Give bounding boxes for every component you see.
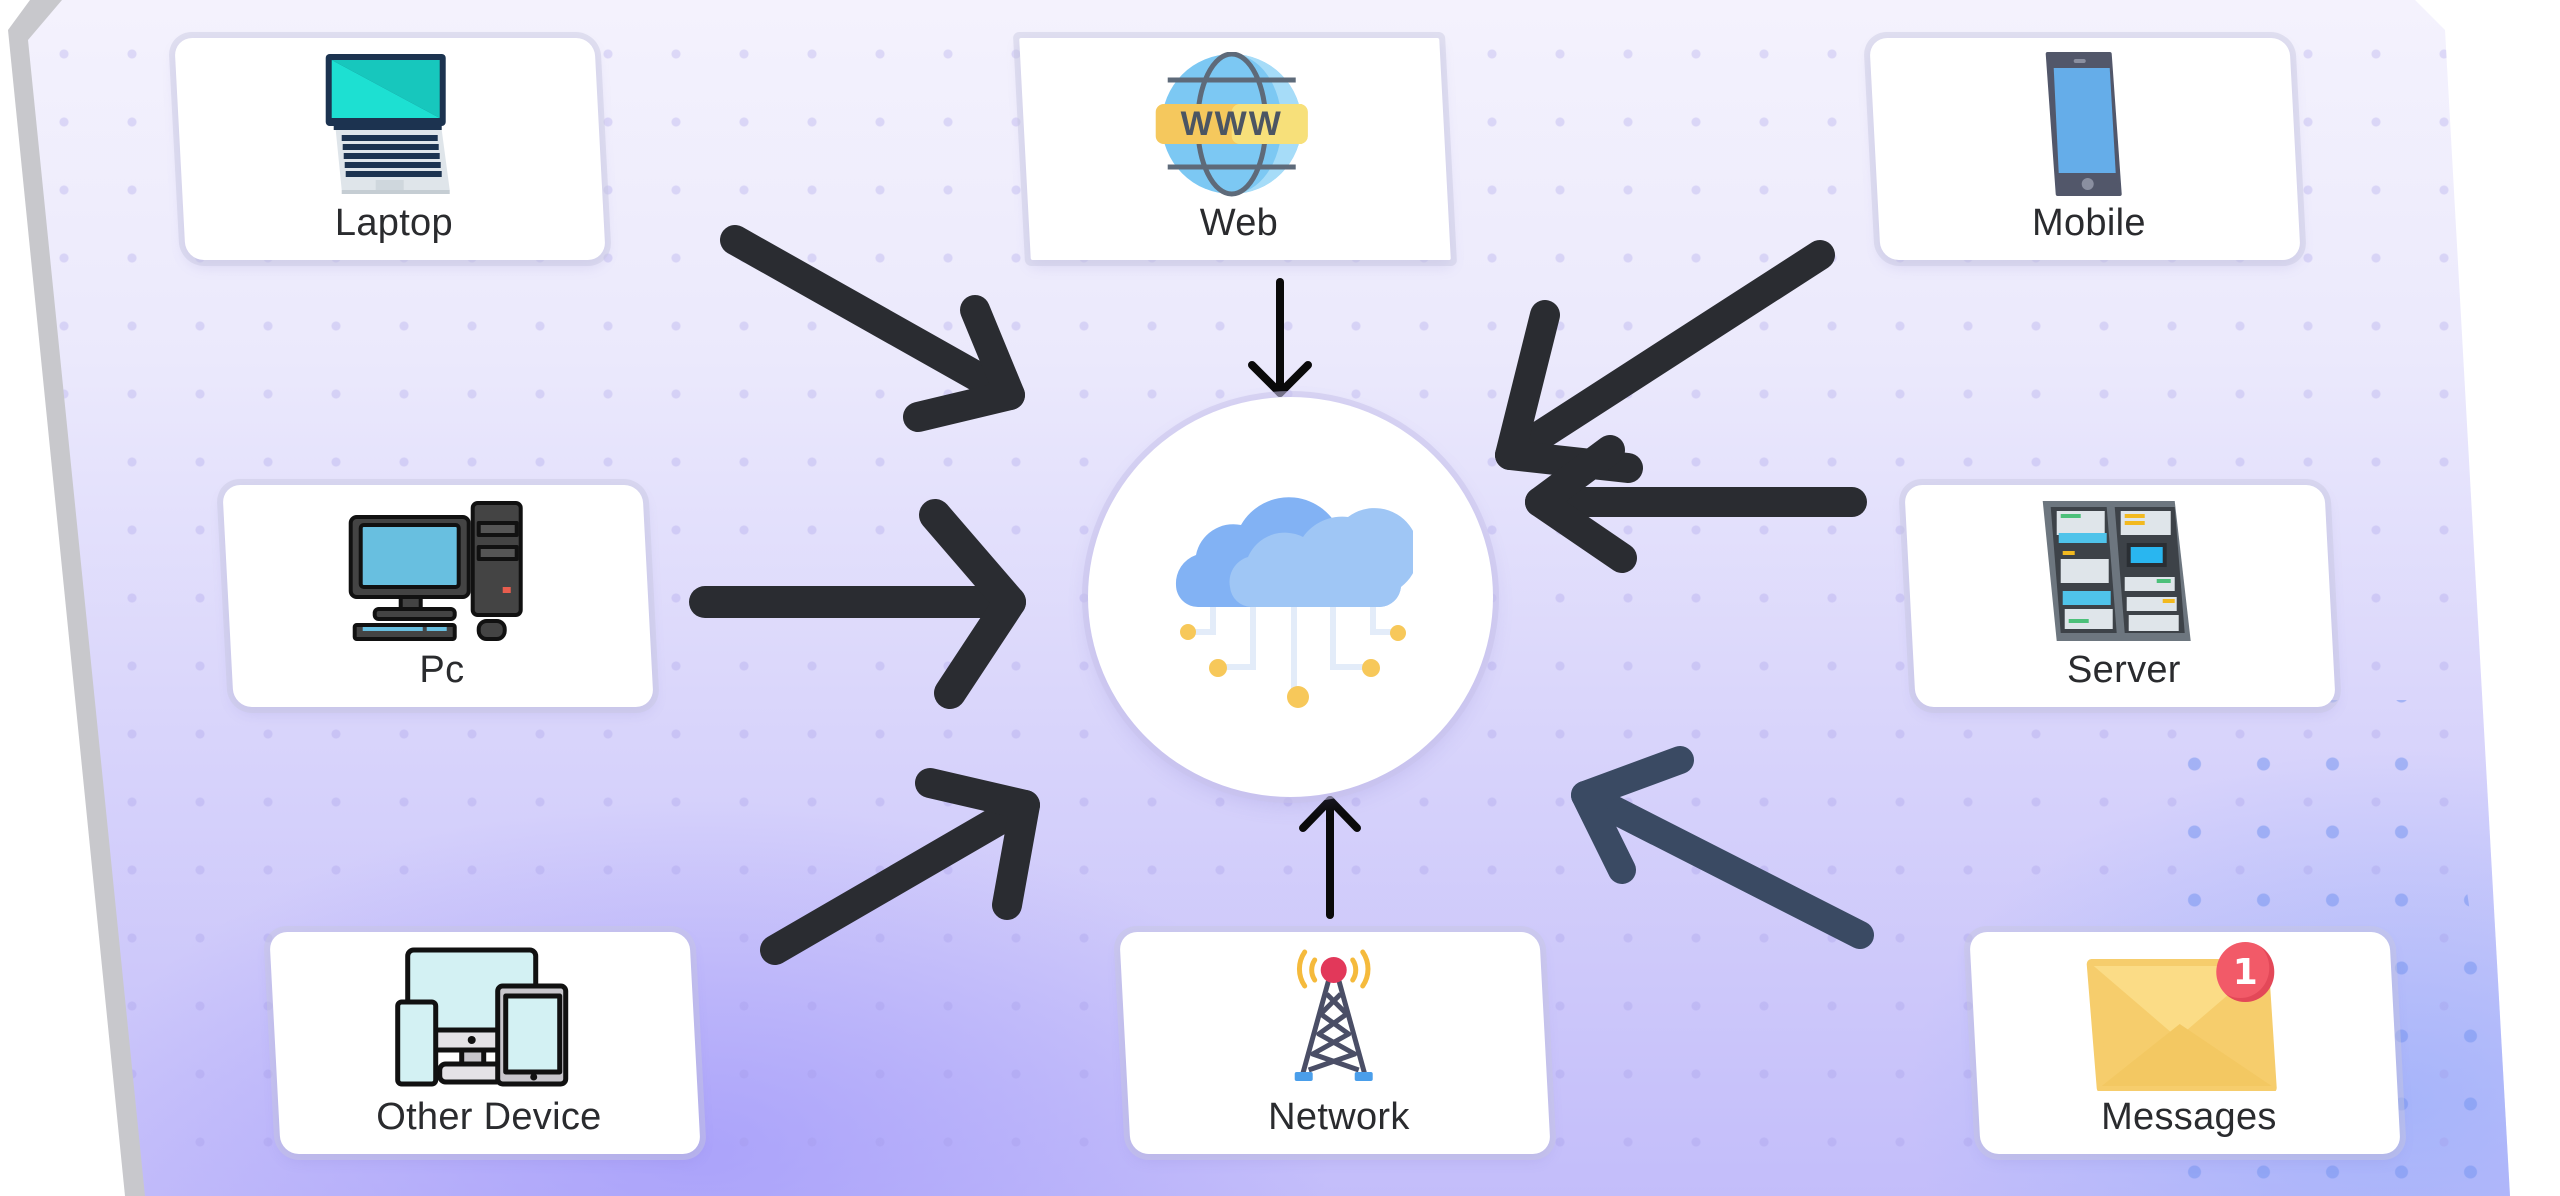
notification-badge-count: 1 [2232, 951, 2258, 993]
server-rack-icon [2042, 501, 2191, 641]
smartphone-icon [2045, 52, 2122, 196]
node-card-laptop[interactable]: Laptop [174, 38, 606, 260]
node-card-server[interactable]: Server [1904, 485, 2336, 707]
notification-badge: 1 [2216, 942, 2275, 1002]
cloud-network-icon [1175, 497, 1413, 708]
radio-tower-icon [1294, 949, 1373, 1081]
globe-www-icon: WWW [1155, 52, 1308, 197]
laptop-icon [325, 54, 450, 194]
node-label-web: Web [1199, 202, 1279, 244]
desktop-computer-icon [348, 501, 523, 641]
node-label-laptop: Laptop [334, 202, 453, 244]
node-card-other-device[interactable]: Other Device [269, 932, 701, 1154]
node-card-mobile[interactable]: Mobile [1869, 38, 2301, 260]
node-label-pc: Pc [419, 649, 465, 691]
node-label-mobile: Mobile [2032, 202, 2146, 244]
node-label-other-device: Other Device [376, 1096, 602, 1138]
svg-text:WWW: WWW [1181, 105, 1283, 143]
node-card-pc[interactable]: Pc [222, 485, 654, 707]
node-card-web[interactable]: WWW Web [1019, 38, 1451, 260]
node-card-network[interactable]: Network [1119, 932, 1551, 1154]
envelope-icon [2086, 959, 2277, 1091]
node-label-network: Network [1268, 1096, 1410, 1138]
node-label-server: Server [2067, 649, 2181, 691]
node-label-messages: Messages [2101, 1096, 2277, 1138]
multi-device-icon [395, 947, 569, 1087]
node-card-messages[interactable]: 1 Messages [1969, 932, 2401, 1154]
cloud-hub[interactable] [1088, 397, 1493, 797]
